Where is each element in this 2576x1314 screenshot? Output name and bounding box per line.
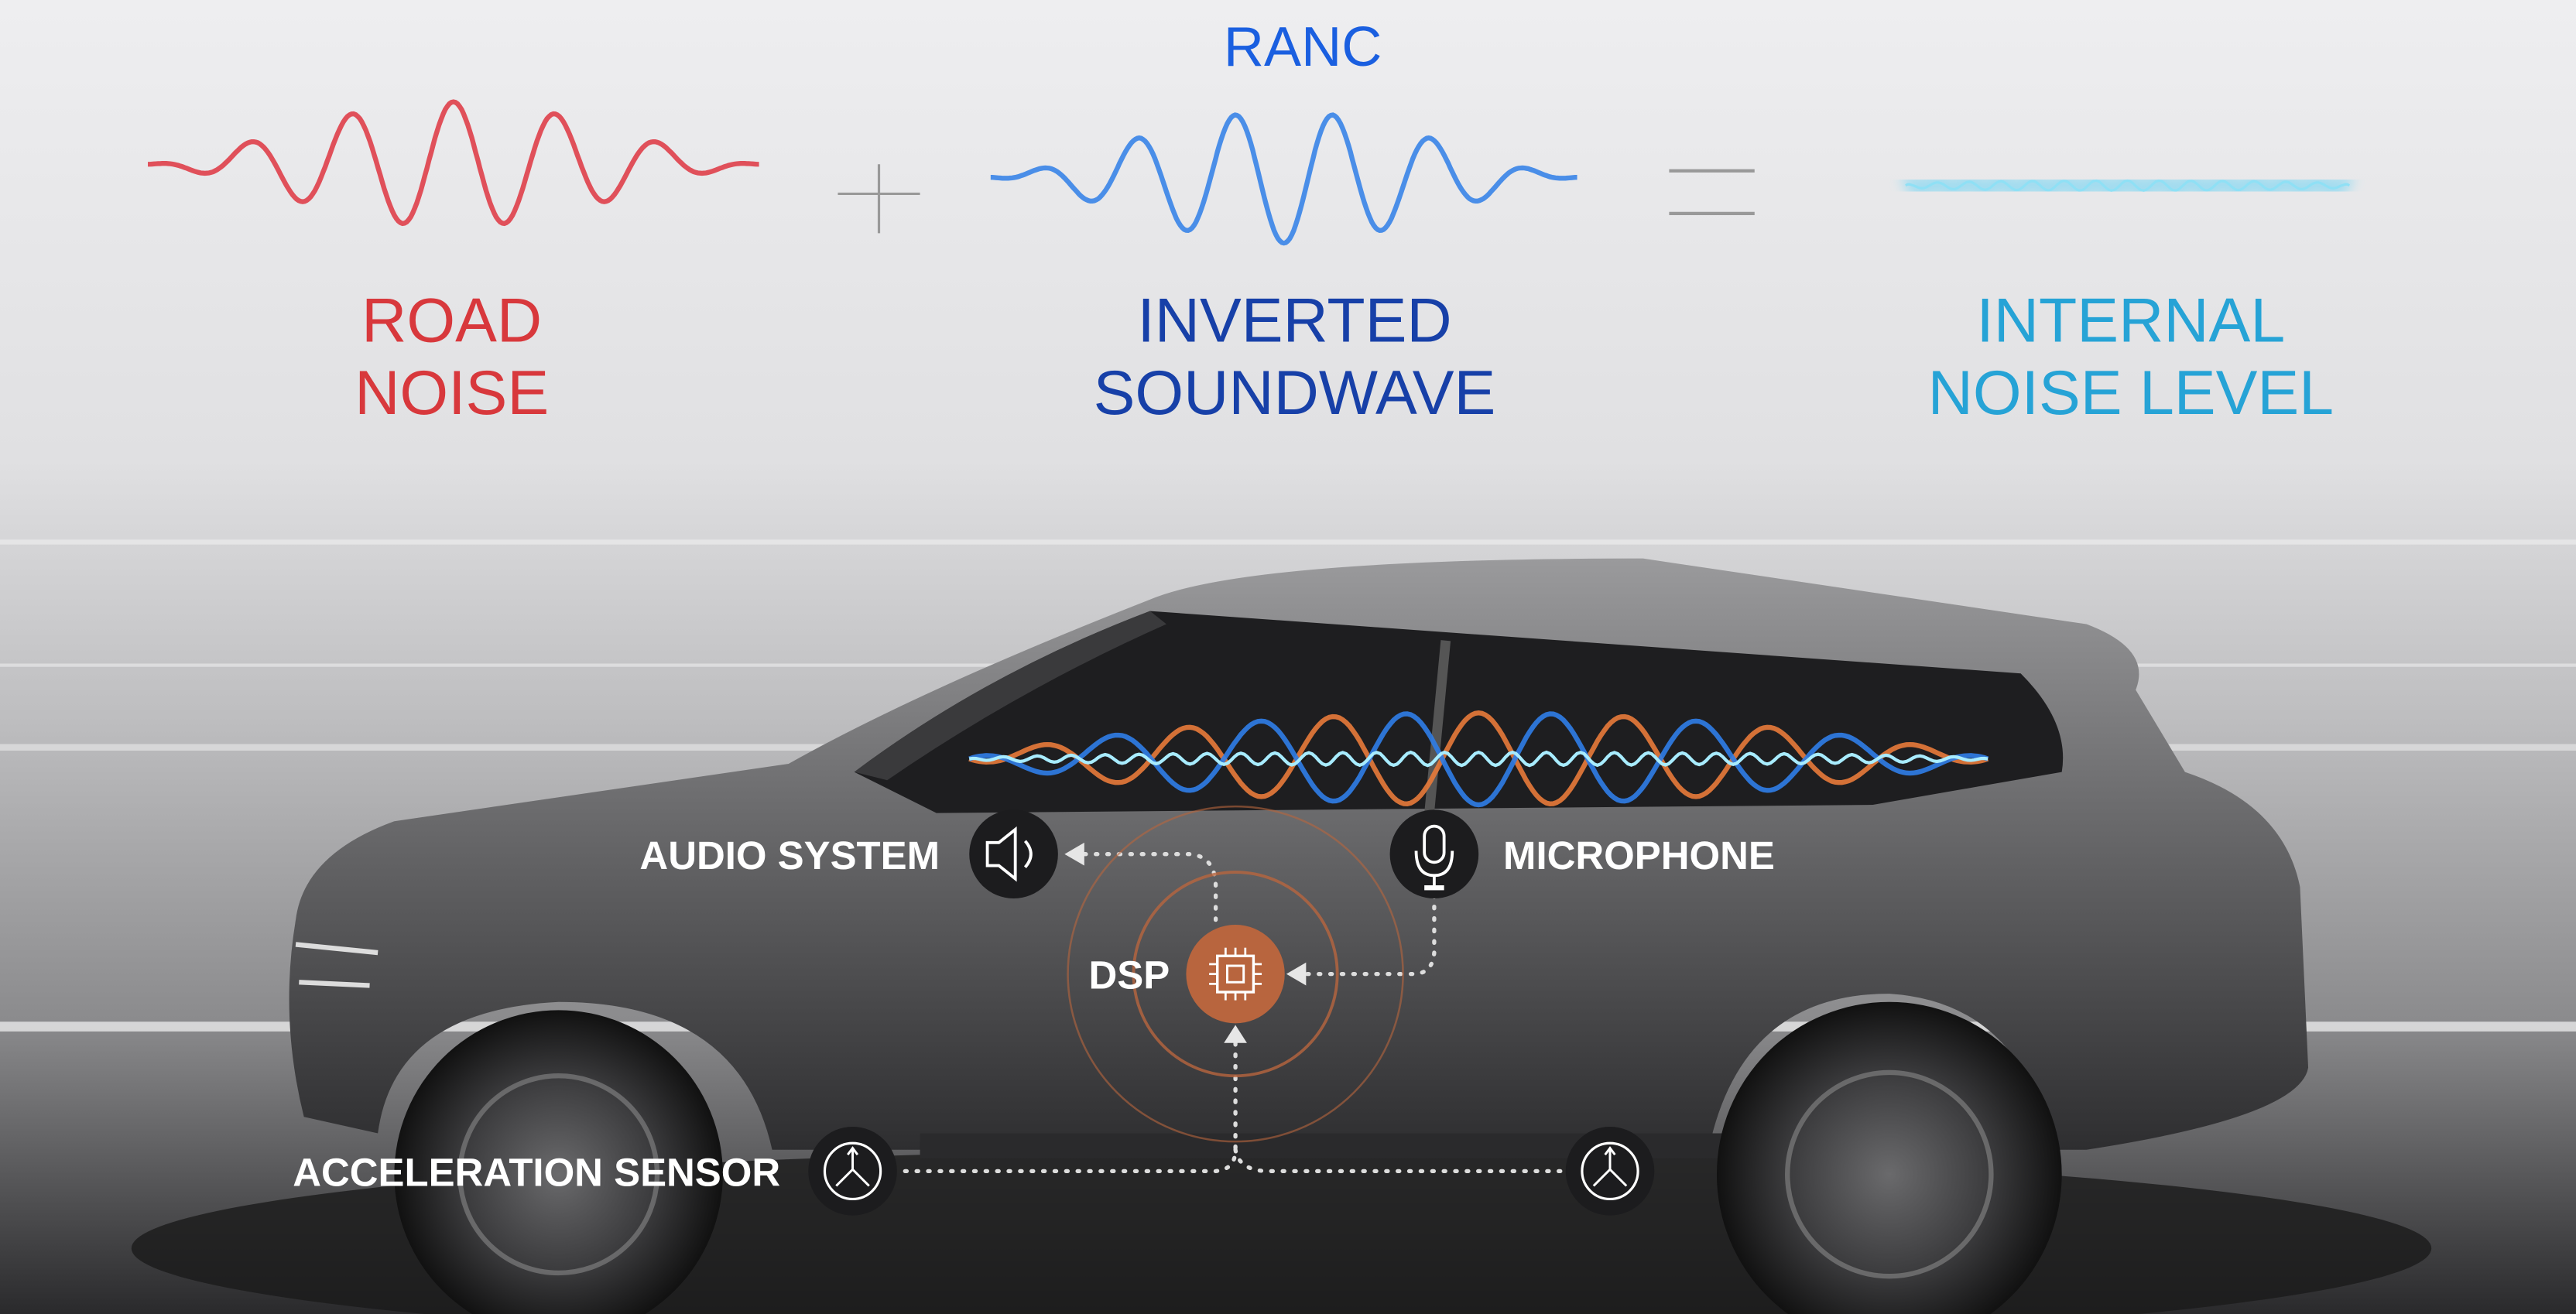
internal-line1: INTERNAL [1976,286,2285,355]
road-noise-wave [148,99,759,227]
cabin-orange-wave [968,710,1989,806]
signal-paths [898,852,1567,1173]
arrowheads [1064,842,1307,1043]
inverted-line2: SOUNDWAVE [1094,358,1496,428]
audio-system-label: AUDIO SYSTEM [639,833,940,878]
road-noise-line1: ROAD [361,286,542,355]
microphone-icon [1389,809,1479,899]
dsp-inner-ring [1132,871,1339,1078]
internal-line2: NOISE LEVEL [1928,358,2334,428]
acceleration-sensor-icon-front [808,1127,897,1216]
equals-icon [1669,169,1755,216]
internal-noise-level-label: INTERNAL NOISE LEVEL [1928,286,2334,427]
acceleration-sensor-icon-rear [1565,1127,1655,1216]
road-noise-label: ROAD NOISE [355,286,549,427]
road-noise-line2: NOISE [355,358,549,428]
dsp-label: DSP [1088,953,1170,997]
microphone-label: MICROPHONE [1503,833,1775,878]
chip-icon [1186,924,1285,1024]
inverted-line1: INVERTED [1137,286,1451,355]
plus-icon [838,164,920,234]
speaker-icon [969,809,1058,899]
cabin-cyan-wave [968,750,1989,768]
ranc-title: RANC [1224,16,1382,78]
cabin-blue-wave [968,711,1989,808]
dsp-outer-ring [1067,805,1404,1143]
acceleration-sensor-label: ACCELERATION SENSOR [293,1150,780,1194]
internal-noise-wave [1905,179,2351,192]
inverted-soundwave-wave [990,112,1577,246]
inverted-soundwave-label: INVERTED SOUNDWAVE [1094,286,1496,427]
